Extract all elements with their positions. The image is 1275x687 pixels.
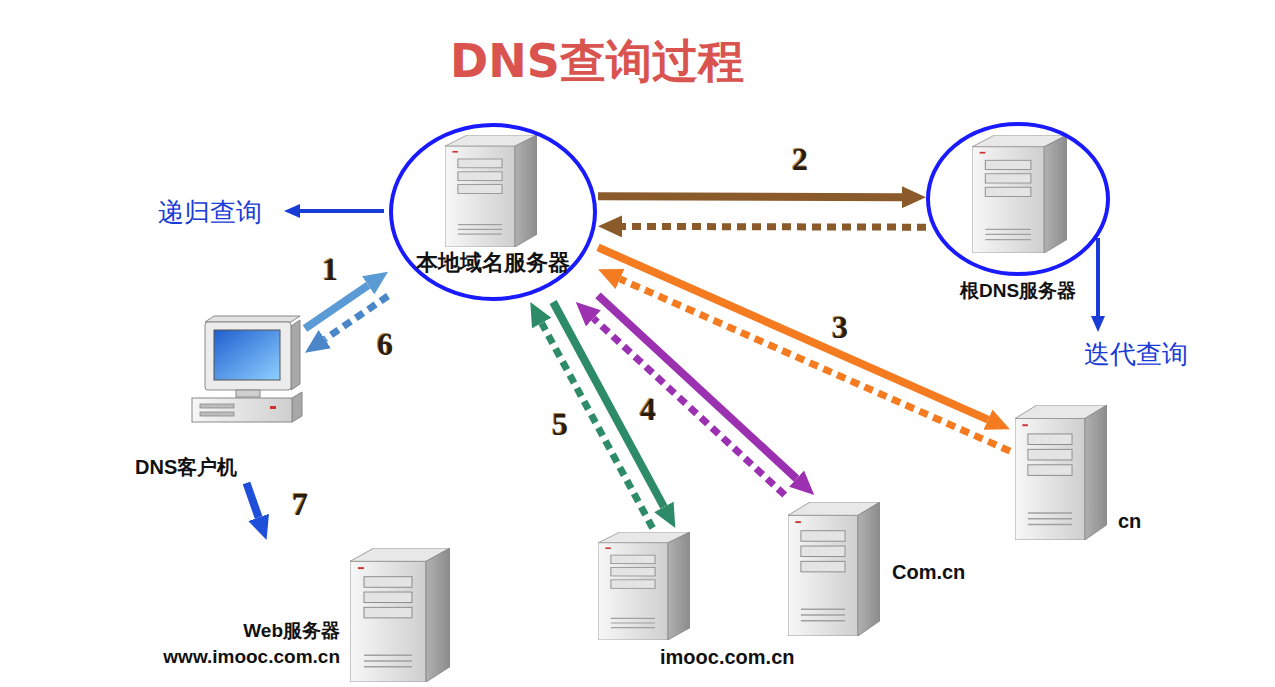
node-label: imooc.com.cn bbox=[660, 646, 794, 669]
circle-outline bbox=[391, 125, 595, 299]
circle-outline bbox=[928, 124, 1108, 274]
callout-number: 1 bbox=[319, 253, 341, 287]
query-arrow bbox=[598, 295, 797, 478]
node-label: 根DNS服务器 bbox=[960, 280, 1076, 302]
query-arrow bbox=[305, 285, 368, 328]
annotation-label: 递归查询 bbox=[158, 195, 262, 230]
server-node: cn bbox=[1010, 400, 1145, 540]
callout-number: 5 bbox=[549, 408, 571, 442]
server-node: imooc.com.cn bbox=[590, 528, 818, 676]
callout-number: 7 bbox=[289, 488, 311, 522]
server-icon bbox=[598, 532, 690, 640]
circle-outline bbox=[926, 122, 1110, 277]
node-label: DNS客户机 bbox=[135, 456, 237, 479]
callout-number: 2 bbox=[789, 143, 811, 177]
server-node: Web服务器 www.imooc.com.cn bbox=[128, 540, 455, 682]
server-node: 根DNS服务器 bbox=[926, 122, 1110, 305]
server-node: 本地域名服务器 bbox=[388, 122, 598, 302]
annotation-label: 迭代查询 bbox=[1084, 337, 1188, 372]
server-icon bbox=[1015, 405, 1107, 540]
query-arrow bbox=[598, 192, 902, 201]
server-icon bbox=[972, 135, 1067, 253]
computer-icon bbox=[192, 316, 302, 422]
response-arrow bbox=[542, 323, 653, 528]
server-icon bbox=[788, 502, 880, 636]
server-node: Com.cn bbox=[780, 495, 990, 653]
node-label: www.imooc.com.cn bbox=[163, 646, 340, 668]
leader-arrow bbox=[300, 209, 384, 213]
callout-number: 4 bbox=[637, 393, 659, 427]
server-icon bbox=[445, 135, 537, 247]
node-label: cn bbox=[1118, 510, 1141, 533]
response-arrow bbox=[622, 223, 926, 231]
server-icon bbox=[350, 548, 450, 682]
node-label: 本地域名服务器 bbox=[416, 250, 570, 275]
query-arrow bbox=[553, 302, 664, 507]
server-node: DNS客户机 bbox=[130, 318, 305, 483]
callout-number: 3 bbox=[829, 311, 851, 345]
query-arrow bbox=[247, 483, 259, 517]
node-label: Web服务器 bbox=[243, 620, 340, 642]
node-label: Com.cn bbox=[892, 561, 965, 584]
diagram-title: DNS查询过程 bbox=[450, 31, 744, 93]
leader-arrow bbox=[1096, 238, 1100, 316]
callout-number: 6 bbox=[374, 328, 396, 362]
